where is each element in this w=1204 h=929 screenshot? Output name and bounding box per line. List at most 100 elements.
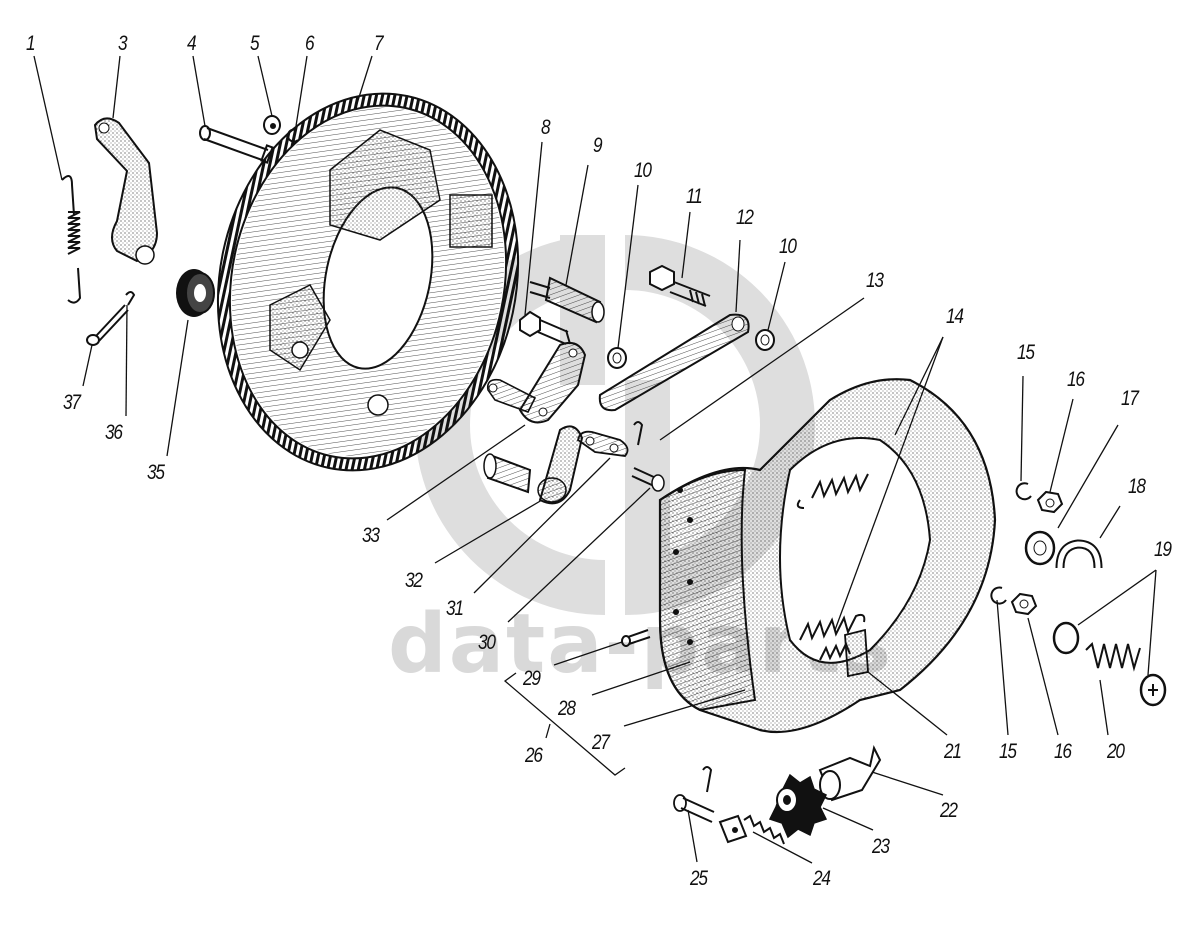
leader-25 xyxy=(687,809,698,863)
leader-16b xyxy=(1027,617,1059,736)
part-clip-18 xyxy=(1055,539,1103,569)
callout-32: 32 xyxy=(405,569,423,592)
callout-16a: 16 xyxy=(1067,368,1085,391)
leader-35 xyxy=(166,319,189,457)
callout-26: 26 xyxy=(525,744,543,767)
callout-7: 7 xyxy=(374,32,384,55)
leader-12 xyxy=(735,239,741,313)
callout-21: 21 xyxy=(944,740,962,763)
leader-28 xyxy=(591,661,691,696)
part-spring-1 xyxy=(61,175,82,304)
callout-13: 13 xyxy=(866,269,884,292)
part-link-31 xyxy=(577,430,629,457)
callout-28: 28 xyxy=(558,697,576,720)
part-cotter-pin-36 xyxy=(125,291,136,306)
bracket-26 xyxy=(503,672,626,776)
leader-13 xyxy=(659,297,865,441)
callout-9: 9 xyxy=(593,134,603,157)
leader-36 xyxy=(125,304,128,417)
part-bolt-4 xyxy=(199,125,274,164)
leader-19b xyxy=(1147,569,1157,676)
callout-22: 22 xyxy=(940,799,958,822)
leader-30 xyxy=(507,487,651,623)
leader-37 xyxy=(82,344,93,387)
callout-30: 30 xyxy=(478,631,496,654)
part-lever-33 xyxy=(486,342,587,424)
part-lock-washer-15b xyxy=(990,586,1007,605)
part-star-nut-23 xyxy=(768,773,828,839)
callout-15b: 15 xyxy=(999,740,1017,763)
part-washer-10b xyxy=(755,329,775,351)
part-washer-10a xyxy=(607,347,627,369)
callout-8: 8 xyxy=(541,116,551,139)
leader-26 xyxy=(545,723,551,739)
callout-10b: 10 xyxy=(779,235,797,258)
part-washer-6 xyxy=(286,128,299,143)
callout-23: 23 xyxy=(872,835,890,858)
callout-12: 12 xyxy=(736,206,754,229)
callout-4: 4 xyxy=(187,32,197,55)
leader-29 xyxy=(553,641,623,666)
callout-29: 29 xyxy=(523,667,541,690)
leader-14b xyxy=(834,336,944,631)
part-bolt-11 xyxy=(649,264,711,307)
leader-23 xyxy=(822,807,874,831)
part-lever-3 xyxy=(93,117,159,265)
callout-25: 25 xyxy=(690,867,708,890)
part-spring-cups-19 xyxy=(1052,621,1167,707)
leader-5 xyxy=(257,55,273,117)
leader-6 xyxy=(295,55,308,127)
callout-16b: 16 xyxy=(1054,740,1072,763)
callout-20: 20 xyxy=(1107,740,1125,763)
part-cotter-pin-13 xyxy=(633,421,644,446)
part-cam-lever-32 xyxy=(483,425,584,505)
leader-4 xyxy=(192,55,206,127)
part-backing-plate xyxy=(216,92,520,472)
leader-24 xyxy=(752,831,813,864)
callout-19: 19 xyxy=(1154,538,1172,561)
callout-33: 33 xyxy=(362,524,380,547)
leader-20 xyxy=(1099,679,1109,736)
part-washer-17 xyxy=(1024,530,1056,566)
leader-14a xyxy=(894,336,944,436)
leader-16a xyxy=(1049,398,1074,493)
leader-8 xyxy=(524,141,543,316)
part-bolt-8 xyxy=(519,310,571,345)
leader-1 xyxy=(33,55,63,181)
leader-7 xyxy=(354,55,373,111)
part-nut-5 xyxy=(263,115,281,135)
part-pin-30 xyxy=(631,467,665,492)
leader-32 xyxy=(434,499,543,564)
leader-15a xyxy=(1020,375,1024,482)
part-bracket-21 xyxy=(844,628,869,678)
leader-31 xyxy=(473,457,611,594)
part-brake-shoe-27 xyxy=(658,378,997,734)
callout-1: 1 xyxy=(26,32,36,55)
part-rivet-29 xyxy=(621,629,651,647)
leader-lines xyxy=(33,55,1157,864)
callout-5: 5 xyxy=(250,32,260,55)
leader-9 xyxy=(565,164,589,286)
part-link-12 xyxy=(598,313,750,412)
leader-19a xyxy=(1077,569,1157,626)
part-pin-37 xyxy=(86,304,129,346)
callout-11: 11 xyxy=(686,185,703,208)
leader-18 xyxy=(1099,505,1121,539)
part-spring-20 xyxy=(1085,642,1141,672)
leader-22 xyxy=(871,771,944,796)
callout-35: 35 xyxy=(147,461,165,484)
leader-33 xyxy=(386,424,526,521)
callout-18: 18 xyxy=(1128,475,1146,498)
part-nut-16a xyxy=(1036,490,1064,514)
callout-36: 36 xyxy=(105,421,123,444)
callout-31: 31 xyxy=(446,597,464,620)
callout-15a: 15 xyxy=(1017,341,1035,364)
leader-11 xyxy=(681,211,691,279)
callout-6: 6 xyxy=(305,32,315,55)
leader-10b xyxy=(767,261,786,331)
part-pin-9 xyxy=(529,276,605,324)
leader-3 xyxy=(112,55,121,119)
leader-27 xyxy=(623,689,746,727)
